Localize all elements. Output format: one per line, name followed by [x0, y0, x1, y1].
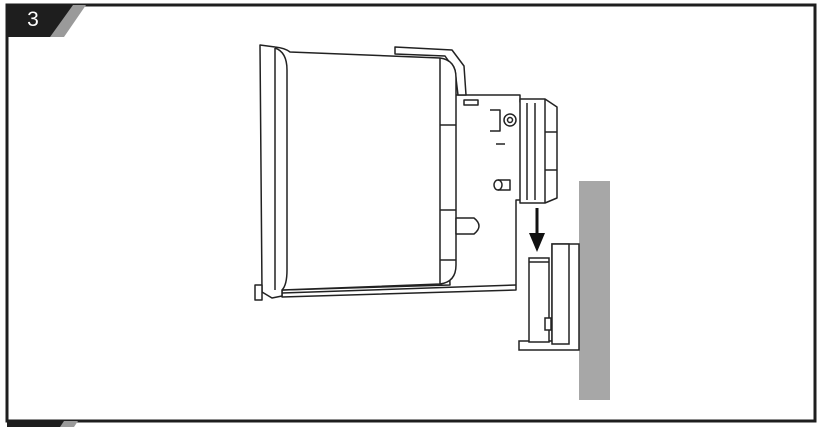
- step-number: 3: [27, 8, 39, 31]
- side-knob: [455, 217, 480, 235]
- step-badge: [7, 5, 86, 37]
- mounting-peg: [493, 179, 503, 191]
- arrow-down-icon: [529, 208, 545, 252]
- top-handle: [394, 46, 467, 96]
- mounting-block: [519, 98, 558, 204]
- next-step-badge-edge: [7, 421, 67, 427]
- step-badge-bg: [7, 5, 73, 37]
- wall: [579, 181, 610, 400]
- purifier-unit: [254, 44, 558, 301]
- front-housing: [259, 44, 457, 299]
- screw-hole: [503, 113, 517, 127]
- panel-border: [5, 3, 817, 423]
- wall-bracket: [518, 243, 580, 351]
- next-step-badge-accent-edge: [60, 421, 78, 427]
